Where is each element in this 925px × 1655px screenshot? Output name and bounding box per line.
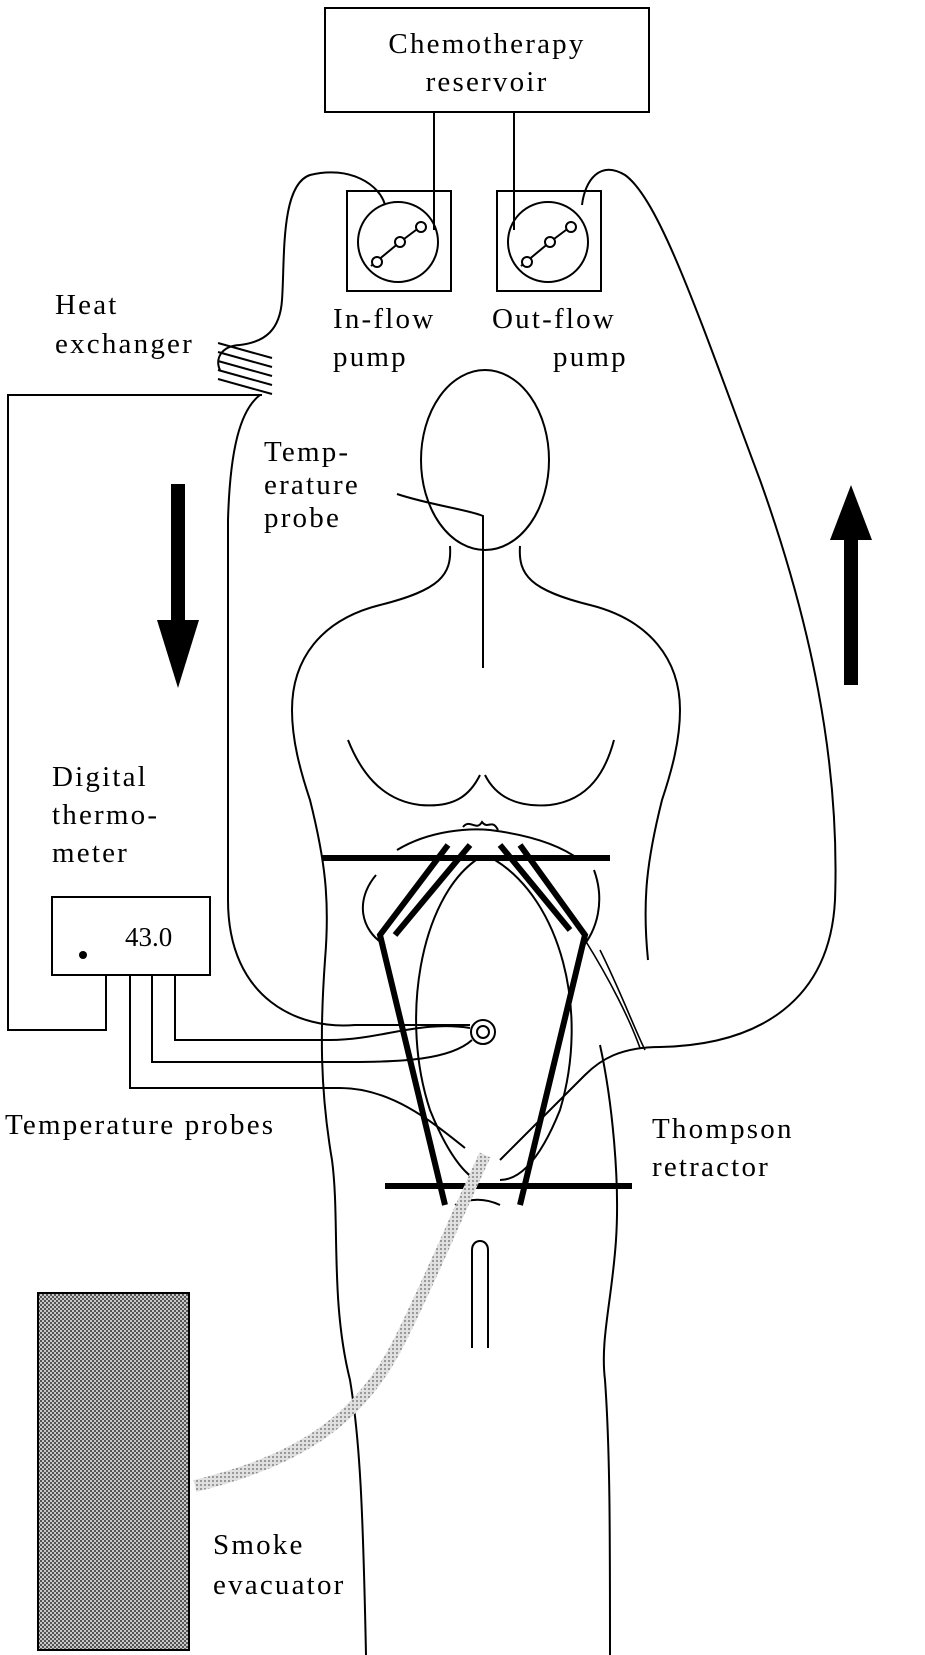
inflow-label-line1: In-flow bbox=[333, 303, 435, 335]
thermometer-reading: 43.0 bbox=[125, 922, 172, 952]
retractor-label-line1: Thompson bbox=[652, 1113, 794, 1145]
thermometer-label-line3: meter bbox=[52, 837, 129, 869]
patient-chest-right bbox=[484, 739, 615, 807]
temperature-probe-leads: Temperature probes bbox=[5, 975, 473, 1149]
inflow-pump: In-flow pump bbox=[333, 190, 452, 373]
outflow-tubing bbox=[499, 168, 837, 1161]
heat-exchanger-coil: Heat exchanger bbox=[55, 289, 273, 395]
inflow-catheter bbox=[470, 1019, 496, 1045]
heat-exchanger-label-line1: Heat bbox=[55, 289, 119, 321]
reservoir-label-line2: reservoir bbox=[426, 66, 549, 98]
abdominal-opening bbox=[361, 820, 646, 1181]
inflow-tubing bbox=[227, 171, 470, 1027]
thermometer-loop bbox=[7, 394, 262, 1031]
patient-chest-left bbox=[347, 739, 481, 807]
patient-head bbox=[420, 369, 550, 551]
retractor-label-line2: retractor bbox=[652, 1151, 770, 1183]
chemotherapy-reservoir: Chemotherapy reservoir bbox=[324, 7, 650, 113]
thermometer-label-line2: thermo- bbox=[52, 799, 159, 831]
smoke-evacuator-label-line1: Smoke bbox=[213, 1529, 305, 1561]
smoke-evacuator: Smoke evacuator bbox=[37, 1152, 491, 1651]
down-arrow-icon bbox=[157, 484, 199, 688]
smoke-evacuator-tube bbox=[193, 1152, 491, 1492]
probe-label-line1: Temp- bbox=[264, 436, 350, 468]
patient-torso bbox=[290, 545, 452, 1655]
digital-thermometer: 43.0 Digital thermo- meter bbox=[51, 761, 211, 976]
up-arrow-icon bbox=[830, 485, 872, 685]
patient-legs-divide bbox=[471, 1240, 489, 1348]
smoke-evacuator-label-line2: evacuator bbox=[213, 1569, 346, 1601]
inflow-label-line2: pump bbox=[333, 341, 408, 373]
outflow-pump: Out-flow pump bbox=[492, 190, 628, 373]
thermometer-label-line1: Digital bbox=[52, 761, 148, 793]
heat-exchanger-label-line2: exchanger bbox=[55, 328, 194, 360]
reservoir-label-line1: Chemotherapy bbox=[388, 28, 585, 60]
head-temperature-probe: Temp- erature probe bbox=[264, 436, 484, 668]
temperature-probes-label: Temperature probes bbox=[5, 1109, 275, 1141]
thompson-retractor: Thompson retractor bbox=[322, 843, 794, 1206]
probe-label-line3: probe bbox=[264, 502, 341, 534]
outflow-label-line1: Out-flow bbox=[492, 303, 616, 335]
outflow-label-line2: pump bbox=[553, 341, 628, 373]
probe-label-line2: erature bbox=[264, 469, 360, 501]
